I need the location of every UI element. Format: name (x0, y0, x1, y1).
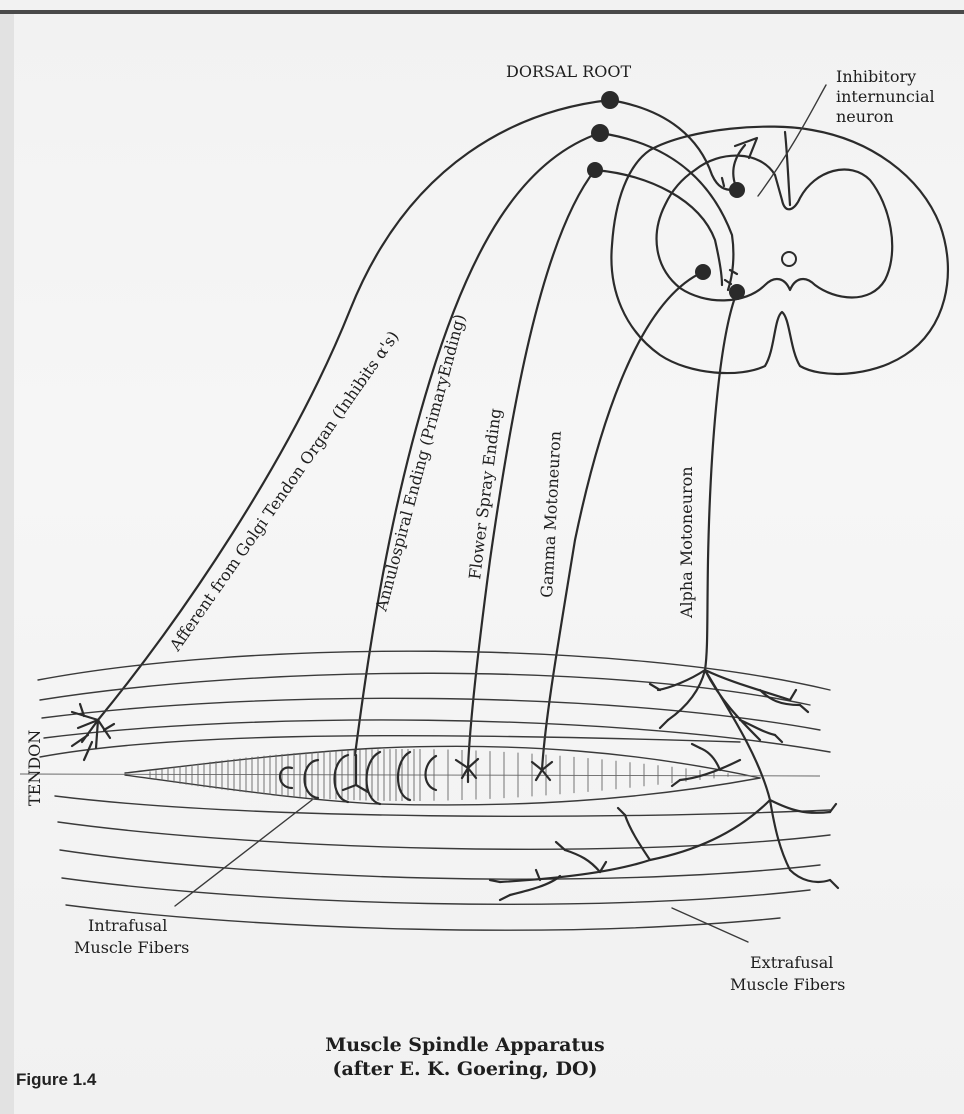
label-golgi-afferent: Afferent from Golgi Tendon Organ (Inhibi… (165, 327, 402, 655)
golgi-afferent-fiber (98, 100, 610, 720)
gamma-motoneuron-cell-body (695, 264, 711, 280)
interneuron-cell-body (729, 182, 745, 198)
alpha-motoneuron-axon (705, 292, 737, 670)
label-alpha-motoneuron: Alpha Motoneuron (677, 466, 696, 619)
label-intrafusal-2: Muscle Fibers (74, 938, 189, 957)
label-dorsal-root: DORSAL ROOT (506, 62, 632, 81)
annulospiral-coils (280, 752, 436, 804)
flower-spray-ending (456, 759, 478, 782)
alpha-motoneuron-cell-body (729, 284, 745, 300)
label-tendon: TENDON (25, 730, 44, 806)
flower-spray-ganglion-cell (587, 162, 603, 178)
label-inhibitory-2: internuncial (836, 87, 935, 106)
label-gamma-motoneuron: Gamma Motoneuron (537, 430, 565, 598)
golgi-ganglion-cell (601, 91, 619, 109)
intrafusal-leader-line (175, 800, 312, 906)
figure-title: Muscle Spindle Apparatus (325, 1034, 605, 1056)
annulospiral-central-process (600, 133, 733, 290)
label-inhibitory-1: Inhibitory (836, 67, 916, 86)
label-extrafusal-1: Extrafusal (750, 953, 833, 972)
label-inhibitory-3: neuron (836, 107, 894, 126)
figure-number: Figure 1.4 (16, 1070, 97, 1089)
figure-subtitle: (after E. K. Goering, DO) (333, 1058, 598, 1080)
label-extrafusal-2: Muscle Fibers (730, 975, 845, 994)
spindle-upper-edge (125, 746, 760, 778)
central-canal (782, 252, 796, 266)
dorsal-median-sulcus (785, 132, 790, 205)
annulospiral-ganglion-cell (591, 124, 609, 142)
label-intrafusal-1: Intrafusal (88, 916, 167, 935)
spindle-lower-edge (125, 775, 760, 805)
